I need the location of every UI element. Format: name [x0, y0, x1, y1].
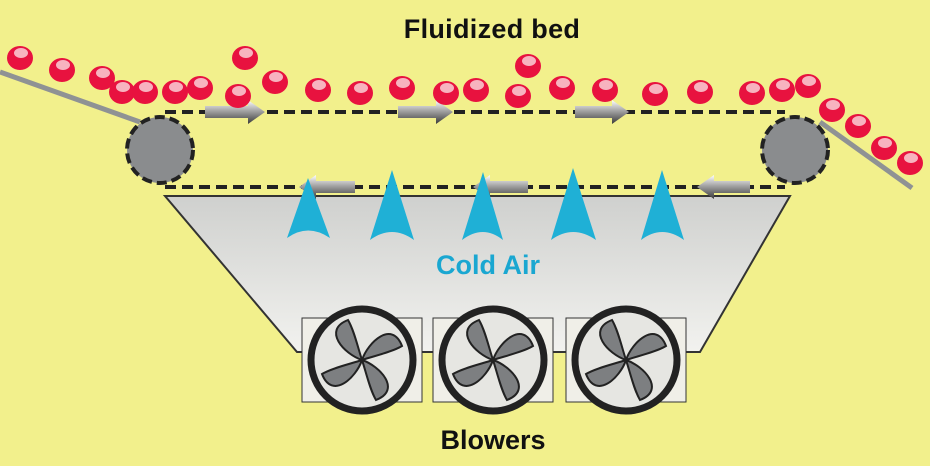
blower-fan-icon [301, 305, 687, 415]
particle-highlight [116, 82, 130, 92]
air-flow-arrow-icon [287, 168, 684, 240]
particle-highlight [776, 80, 790, 90]
particle-highlight [852, 116, 866, 126]
particle-highlight [14, 48, 28, 58]
output-chute [818, 119, 914, 191]
particle-highlight [396, 78, 410, 88]
particle-highlight [512, 86, 526, 96]
particle-highlight [556, 78, 570, 88]
particle-highlight [470, 80, 484, 90]
particle-highlight [269, 72, 283, 82]
input-chute [0, 69, 141, 125]
particle-highlight [878, 138, 892, 148]
particle-highlight [194, 78, 208, 88]
particle-highlight [694, 82, 708, 92]
particle-highlight [354, 83, 368, 93]
particle-highlight [649, 84, 663, 94]
particle-highlight [802, 76, 816, 86]
roller-right-icon [760, 115, 830, 185]
particle-highlight [169, 82, 183, 92]
blowers-label: Blowers [440, 425, 546, 455]
particle-highlight [239, 48, 253, 58]
belt-direction-arrow-icon [205, 100, 629, 124]
particle-highlight [599, 80, 613, 90]
particle-highlight [826, 100, 840, 110]
roller-left-icon [125, 115, 195, 185]
particle-highlight [904, 153, 918, 163]
particle-highlight [440, 83, 454, 93]
product-particle-icon [7, 46, 923, 175]
diagram-title: Fluidized bed [403, 14, 581, 44]
particle-highlight [522, 56, 536, 66]
cold-air-label: Cold Air [436, 250, 540, 280]
particle-highlight [96, 68, 110, 78]
particle-highlight [312, 80, 326, 90]
particle-highlight [56, 60, 70, 70]
particle-highlight [139, 82, 153, 92]
particle-highlight [746, 83, 760, 93]
particle-highlight [232, 86, 246, 96]
